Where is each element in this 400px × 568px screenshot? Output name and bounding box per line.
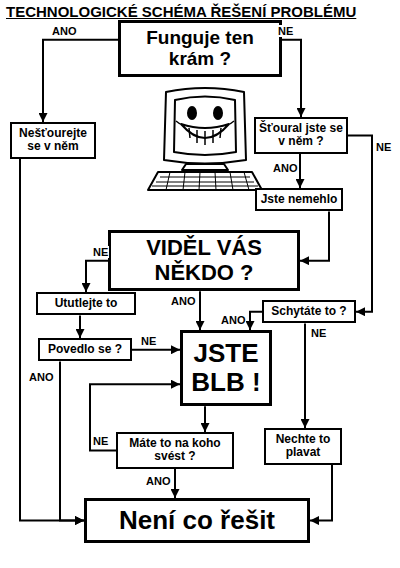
flow-arrow xyxy=(199,291,201,330)
flow-arrow xyxy=(204,406,206,432)
decision-box: Máte to na koho svést ? xyxy=(116,432,234,469)
flow-arrow xyxy=(300,211,329,260)
edge-label: ANO xyxy=(272,162,298,174)
node-text: Povedlo se ? xyxy=(43,343,127,356)
flow-arrow xyxy=(86,261,108,292)
node-text: Není co řešit xyxy=(93,506,301,535)
node-text: Šťoural jste se v něm ? xyxy=(259,122,343,149)
flow-arrow xyxy=(282,40,301,117)
edge-label: NE xyxy=(92,246,109,258)
edge-label: ANO xyxy=(170,295,196,307)
decision-box: Povedlo se ? xyxy=(38,338,132,361)
flow-arrow xyxy=(132,349,180,351)
process-box: Nechte to plavat xyxy=(264,428,342,465)
decision-box: Schytáte to ? xyxy=(262,300,356,323)
edge-label: ANO xyxy=(28,371,54,383)
title: TECHNOLOGICKÉ SCHÉMA ŘEŠENÍ PROBLÉMU xyxy=(6,3,356,20)
process-box: Nešťourejte se v něm xyxy=(10,122,96,159)
edge-label: NE xyxy=(277,25,294,37)
end-box: Není co řešit xyxy=(84,498,310,543)
edge-label: ANO xyxy=(220,314,246,326)
node-text: JSTE BLB ! xyxy=(187,339,265,397)
flow-arrow xyxy=(174,469,176,498)
node-text: Ututlejte to xyxy=(41,297,131,310)
flow-arrow xyxy=(60,361,84,520)
process-box: Ututlejte to xyxy=(36,292,136,315)
flow-arrow xyxy=(304,323,306,428)
flow-arrow xyxy=(299,154,301,188)
flow-arrow xyxy=(43,40,118,122)
node-text: Nešťourejte se v něm xyxy=(15,127,91,154)
flow-arrow xyxy=(310,465,332,521)
decision-box: Šťoural jste se v něm ? xyxy=(254,117,348,154)
node-text: Máte to na koho svést ? xyxy=(121,437,229,464)
process-box: Jste nemehlo xyxy=(255,188,343,211)
node-text: Jste nemehlo xyxy=(260,193,338,206)
node-text: Schytáte to ? xyxy=(267,305,351,318)
start-question-box: Funguje ten krám ? xyxy=(118,20,282,77)
edge-label: NE xyxy=(92,435,109,447)
flow-arrow xyxy=(79,315,81,338)
node-text: Nechte to plavat xyxy=(269,433,337,460)
edge-label: ANO xyxy=(145,475,171,487)
node-text: VIDĚL VÁS NĚKDO ? xyxy=(117,236,291,285)
flow-arrow xyxy=(250,312,262,330)
node-text: Funguje ten krám ? xyxy=(127,27,273,70)
edge-label: NE xyxy=(375,141,392,153)
flow-arrow xyxy=(348,135,372,311)
edge-label: ANO xyxy=(51,25,77,37)
edge-label: NE xyxy=(310,327,327,339)
result-box: JSTE BLB ! xyxy=(180,330,272,406)
edge-label: NE xyxy=(140,335,157,347)
decision-box: VIDĚL VÁS NĚKDO ? xyxy=(108,230,300,291)
